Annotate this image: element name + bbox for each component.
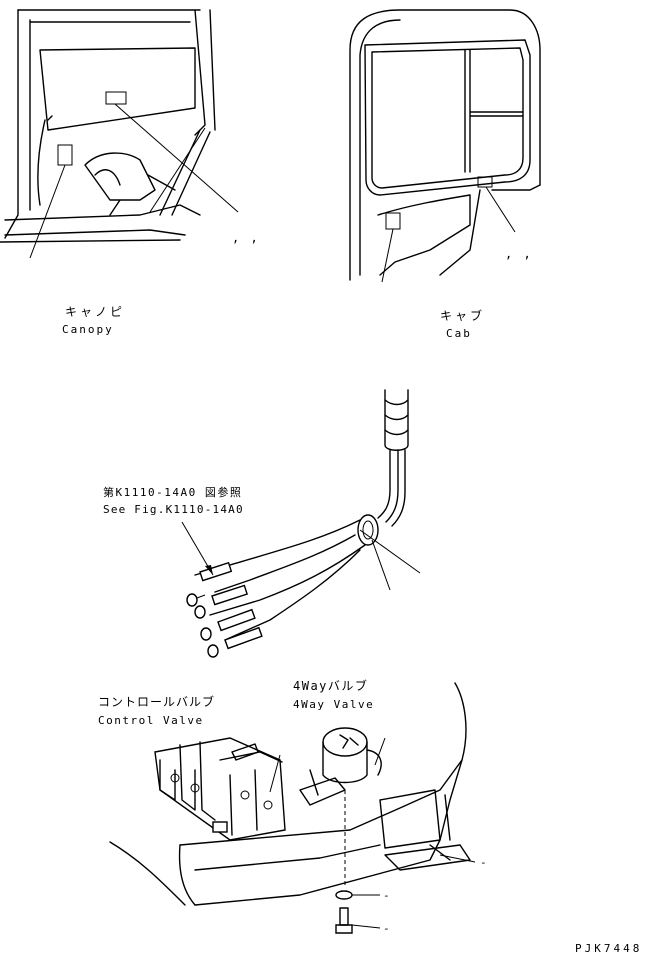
hose-connector-2 xyxy=(194,584,248,619)
cab-label-en: Cab xyxy=(446,327,472,340)
control-valve xyxy=(154,737,286,841)
canopy-callout-marks: , , xyxy=(232,231,260,245)
bolt xyxy=(335,907,353,934)
washer xyxy=(335,890,353,900)
cab-label-jp: キャブ xyxy=(440,308,485,323)
drawing-number: PJK7448 xyxy=(575,942,642,955)
four-way-valve-label-en: 4Way Valve xyxy=(293,698,374,711)
canopy-label-en: Canopy xyxy=(62,323,114,336)
cab-callout-marks: , , xyxy=(505,247,533,261)
machine-body-view xyxy=(109,682,476,934)
canopy-label-jp: キャノピ xyxy=(65,305,125,319)
control-valve-label-en: Control Valve xyxy=(98,714,204,727)
hose-connector-3 xyxy=(200,608,256,641)
four-way-valve-label-jp: 4Wayバルブ xyxy=(293,678,368,693)
four-way-valve xyxy=(299,727,386,806)
hose-connector-4 xyxy=(207,626,263,658)
hose-harness-assembly xyxy=(181,389,421,658)
bolt-callout: - xyxy=(383,922,392,935)
washer-callout: - xyxy=(383,889,392,902)
cab-view xyxy=(349,9,541,283)
control-valve-label-jp: コントロールバルブ xyxy=(98,694,215,709)
plate-callout: - xyxy=(480,856,489,869)
see-fig-label-en: See Fig.K1110-14A0 xyxy=(103,503,244,516)
see-fig-label-jp: 第K1110-14A0 図参照 xyxy=(103,485,242,499)
hose-connector-1 xyxy=(186,561,233,607)
canopy-view xyxy=(0,9,239,259)
